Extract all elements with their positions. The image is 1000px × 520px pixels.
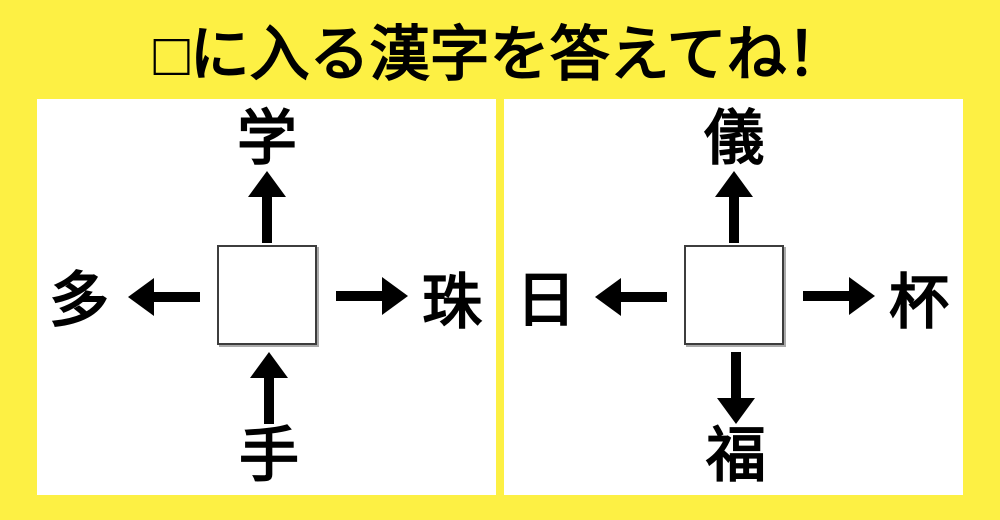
- answer-box: [684, 245, 784, 345]
- page-title: □に入る漢字を答えてね！: [153, 21, 847, 88]
- bottom-kanji: 福: [706, 422, 766, 489]
- top-kanji: 学: [237, 105, 297, 172]
- puzzle-panel-left: 学 多 珠 手: [37, 99, 496, 495]
- left-arrow-icon: [128, 277, 200, 317]
- right-arrow-icon: [336, 276, 408, 316]
- right-kanji: 珠: [422, 269, 482, 336]
- bottom-arrow-icon: [700, 352, 772, 424]
- top-kanji: 儀: [704, 105, 764, 172]
- right-arrow-icon: [803, 276, 875, 316]
- right-kanji: 杯: [889, 269, 949, 336]
- top-arrow-icon: [698, 171, 770, 243]
- puzzle-panel-right: 儀 日 杯 福: [504, 99, 963, 495]
- left-kanji: 多: [49, 267, 109, 334]
- top-arrow-icon: [231, 171, 303, 243]
- bottom-kanji: 手: [239, 422, 299, 489]
- left-kanji: 日: [516, 267, 576, 334]
- answer-box: [217, 245, 317, 345]
- left-arrow-icon: [595, 277, 667, 317]
- bottom-arrow-icon: [233, 352, 305, 424]
